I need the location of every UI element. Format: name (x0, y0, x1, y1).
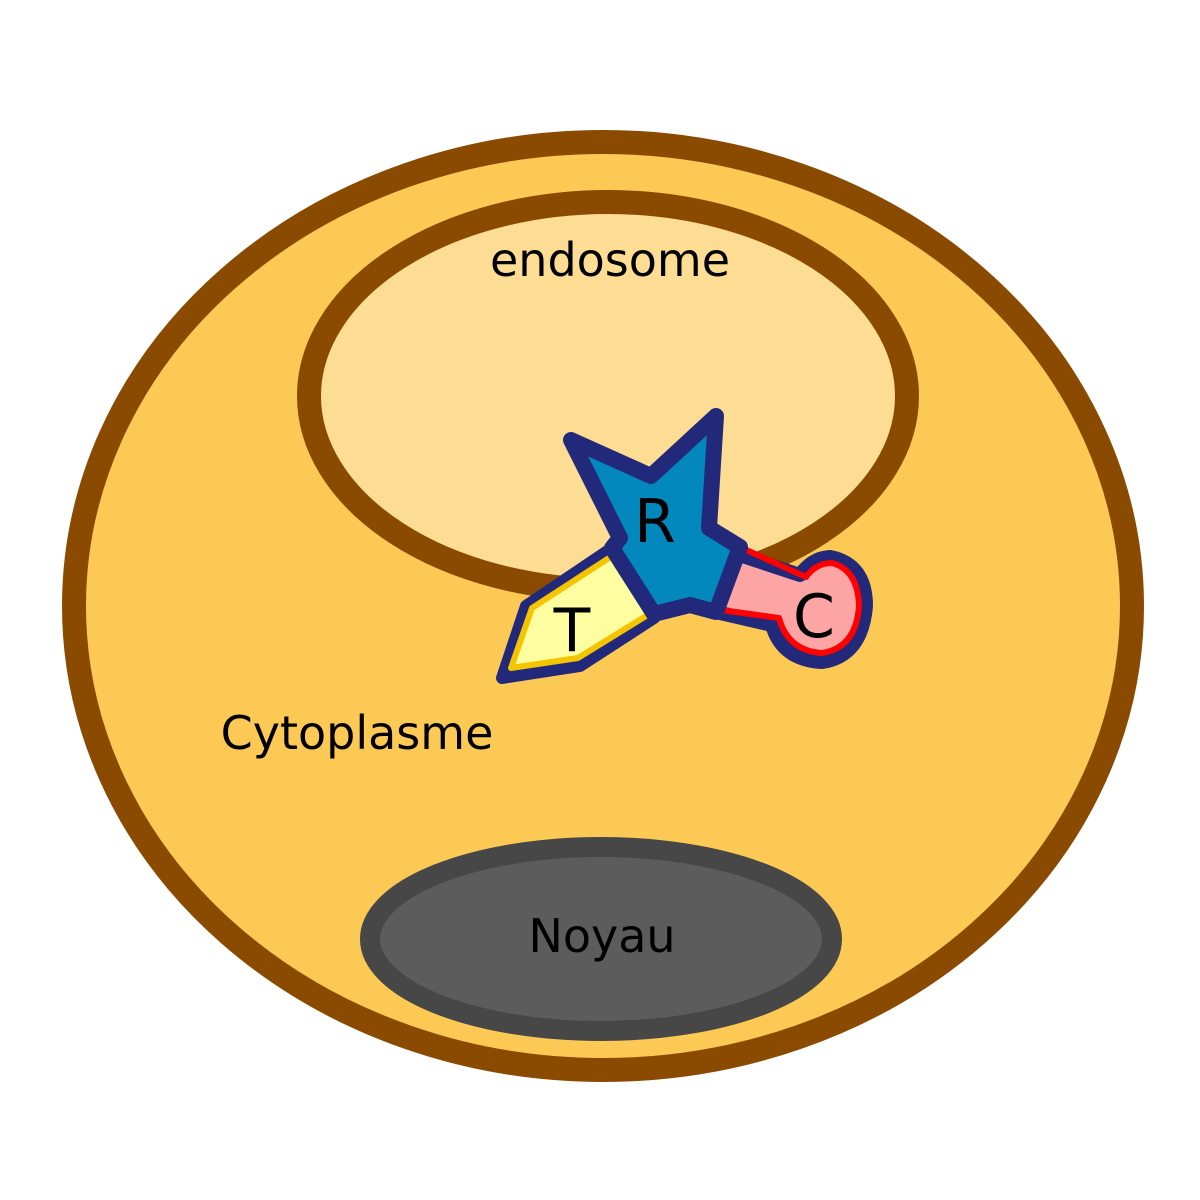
cytoplasm-label: Cytoplasme (221, 706, 494, 760)
toxin-edge (508, 553, 648, 671)
complex-shape (709, 541, 873, 669)
complex-label: C (793, 582, 835, 652)
toxin-label: T (553, 596, 591, 666)
endosome-label: endosome (490, 233, 730, 287)
complex-edge (713, 545, 862, 656)
receptor-label: R (634, 487, 676, 557)
nucleus-label: Noyau (528, 909, 675, 963)
nucleus (360, 837, 842, 1041)
receptor-complex: R T C (496, 408, 873, 684)
receptor-shape (563, 408, 748, 622)
